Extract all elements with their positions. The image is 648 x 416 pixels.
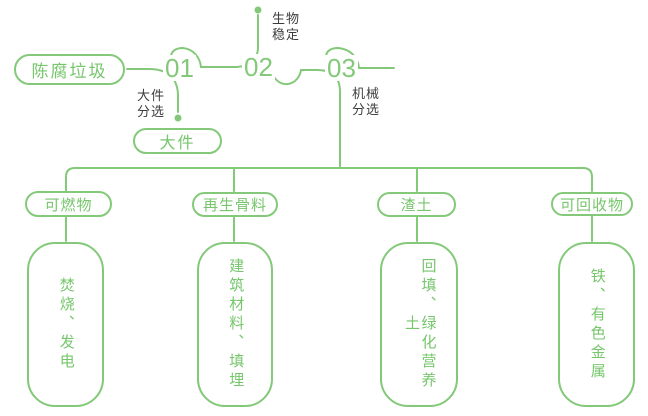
result-combustible: 焚烧、发电 (27, 242, 104, 407)
step-03-number: 03 (325, 55, 358, 81)
result-recyclable-text: 铁、有色金属 (588, 267, 606, 382)
category-recyclable-label: 可回收物 (559, 196, 624, 214)
category-recyclable: 可回收物 (551, 192, 633, 216)
bio-branch-dot (254, 6, 262, 14)
step-03-label: 机械 分选 (352, 86, 381, 117)
step-02-label: 生物 稳定 (272, 11, 301, 42)
step-01-label: 大件 分选 (137, 88, 166, 119)
result-recycled-aggregate: 建筑材料、填埋 (197, 242, 273, 407)
category-combustible: 可燃物 (25, 191, 112, 217)
category-slag-label: 渣土 (400, 197, 433, 214)
result-recycled-aggregate-text: 建筑材料、填埋 (227, 258, 245, 391)
bulky-items-label: 大件 (159, 135, 196, 152)
result-recyclable: 铁、有色金属 (558, 242, 635, 407)
category-recycled-aggregate-label: 再生骨料 (202, 197, 267, 214)
category-combustible-label: 可燃物 (44, 196, 93, 214)
distribution-rail (65, 167, 593, 192)
category-slag: 渣土 (377, 192, 456, 217)
step-02-number: 02 (242, 54, 275, 80)
result-combustible-text: 焚烧、发电 (57, 277, 75, 372)
edge-02-to-03 (271, 69, 341, 169)
source-node: 陈腐垃圾 (14, 54, 125, 85)
result-slag: 回填、绿化营养土 (380, 242, 458, 407)
category-recycled-aggregate: 再生骨料 (192, 192, 278, 217)
source-label: 陈腐垃圾 (31, 62, 108, 81)
step-01-number: 01 (163, 55, 196, 81)
bulky-branch-dot (174, 114, 182, 122)
bulky-items-node: 大件 (133, 128, 222, 154)
result-slag-text: 回填、绿化营养土 (403, 258, 437, 391)
